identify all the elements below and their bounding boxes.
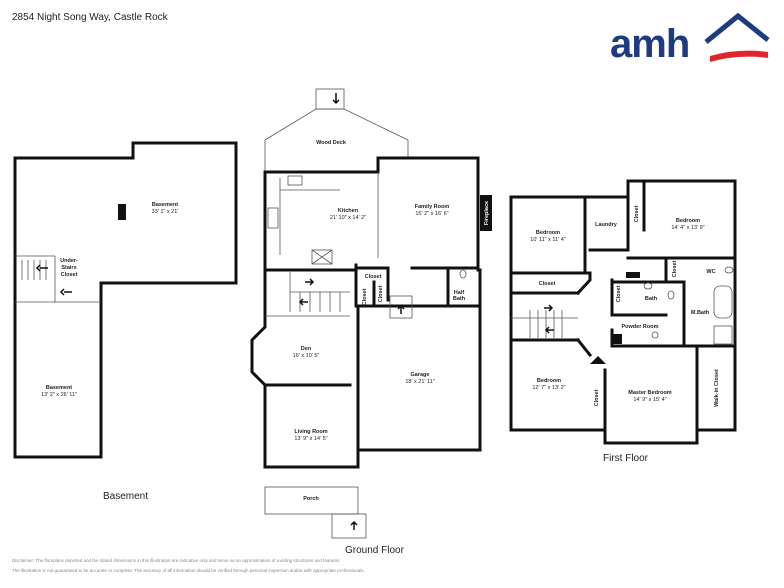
room-name-den: Den <box>301 346 312 352</box>
floor-label-basement: Basement <box>103 491 149 502</box>
room-dims-bedroom-sw: 12' 7" x 13' 2" <box>532 385 565 391</box>
room-name-closet-f1: Closet <box>634 205 640 222</box>
room-name-closet-f2: Closet <box>672 260 678 277</box>
room-dims-bedroom-nw: 10' 11" x 11' 4" <box>530 237 566 243</box>
basement-stairs <box>21 260 47 280</box>
logo-wordmark: amh <box>610 22 690 66</box>
ground-floor-plan <box>250 88 492 539</box>
room-name-master-bedroom: Master Bedroom <box>628 390 672 396</box>
stairs-arrow-icon <box>305 278 315 286</box>
stairs-arrow-icon <box>350 520 358 530</box>
stairs-arrow-icon <box>59 288 72 296</box>
stairs-arrow-icon <box>298 298 308 306</box>
floor-label-ground: Ground Floor <box>345 545 404 556</box>
room-name-half-bath-2: Bath <box>453 296 466 302</box>
room-name-living-room: Living Room <box>294 429 327 435</box>
disclaimer-line-2: The illustration is not guaranteed to be… <box>12 568 365 573</box>
stairs-arrow-icon <box>35 264 48 272</box>
room-dims-bedroom-ne: 14' 4" x 13' 9" <box>671 225 704 231</box>
basement-plan <box>13 141 238 459</box>
room-name-fireplace: Fireplace <box>484 201 490 225</box>
room-name-under-stairs-2: Stairs <box>61 265 76 271</box>
room-dims-family-room: 15' 2" x 16' 6" <box>415 211 448 217</box>
room-name-walkin-closet: Walk-in Closet <box>714 369 720 407</box>
room-name-closet-g2: Closet <box>362 288 368 305</box>
room-name-laundry: Laundry <box>595 222 618 228</box>
room-dims-kitchen: 21' 10" x 14' 2" <box>330 215 366 221</box>
room-name-powder-room: Powder Room <box>622 324 659 330</box>
room-name-half-bath-1: Half <box>454 290 465 296</box>
room-dims-living-room: 13' 9" x 14' 5" <box>294 436 327 442</box>
fireplace-box <box>480 195 492 231</box>
room-dims-den: 16' x 10' 5" <box>293 353 320 359</box>
first-floor-stairs <box>511 310 578 338</box>
room-dims-basement-top: 33' 1" x 21' <box>152 209 179 215</box>
room-name-basement-top: Basement <box>152 202 178 208</box>
room-name-under-stairs-3: Closet <box>61 272 78 278</box>
room-name-family-room: Family Room <box>415 204 450 210</box>
room-name-bedroom-sw: Bedroom <box>537 378 561 384</box>
room-name-garage: Garage <box>411 372 430 378</box>
room-name-closet-f4: Closet <box>616 285 622 302</box>
room-name-closet-g3: Closet <box>378 285 384 302</box>
room-dims-master-bedroom: 14' 9" x 15' 4" <box>633 397 666 403</box>
stairs-arrow-icon <box>544 304 554 312</box>
stairs-arrow-icon <box>397 304 405 314</box>
ground-stairs <box>265 272 350 317</box>
room-name-under-stairs-1: Under- <box>60 258 78 264</box>
stairs-arrow-icon <box>544 326 554 334</box>
room-name-kitchen: Kitchen <box>338 208 359 214</box>
room-name-wc: WC <box>706 269 715 275</box>
room-dims-garage: 18' x 21' 11" <box>405 379 434 385</box>
first-floor-plan <box>509 179 737 445</box>
property-address: 2854 Night Song Way, Castle Rock <box>12 12 168 23</box>
room-name-closet-g1: Closet <box>365 274 382 280</box>
room-name-closet-f5: Closet <box>594 389 600 406</box>
room-name-mbath: M.Bath <box>691 310 710 316</box>
room-name-bath: Bath <box>645 296 658 302</box>
room-name-bedroom-nw: Bedroom <box>536 230 560 236</box>
room-name-basement-bottom: Basement <box>46 385 72 391</box>
room-name-closet-f3: Closet <box>539 281 556 287</box>
house-logo-icon <box>704 12 770 62</box>
room-name-bedroom-ne: Bedroom <box>676 218 700 224</box>
floor-label-first: First Floor <box>603 453 648 464</box>
room-dims-basement-bottom: 13' 2" x 26' 11" <box>41 392 77 398</box>
disclaimer-line-1: Disclaimer: The floorplans depicted and … <box>12 558 341 563</box>
room-name-porch: Porch <box>303 496 319 502</box>
room-name-wood-deck: Wood Deck <box>316 140 347 146</box>
amh-logo: amh <box>610 12 770 66</box>
stairs-arrow-icon <box>332 93 340 105</box>
